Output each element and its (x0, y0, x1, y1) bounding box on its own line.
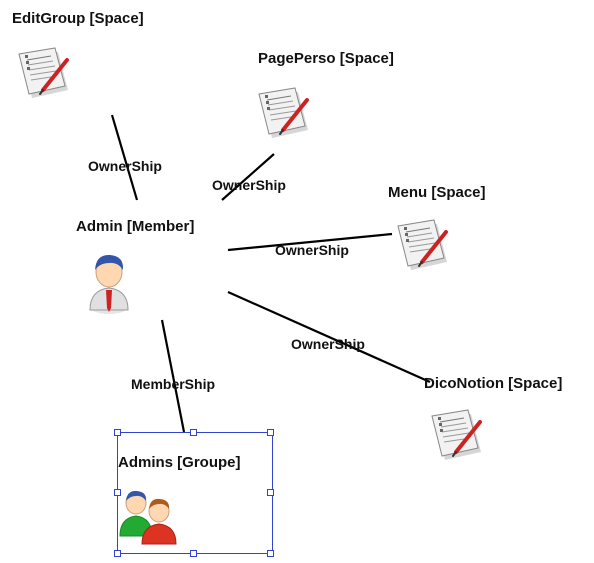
edge-label-ownership-pageperso: OwnerShip (212, 177, 286, 193)
edge-membership-admins[interactable] (160, 319, 186, 433)
edge-ownership-menu[interactable] (227, 232, 393, 252)
resize-handle-top-left[interactable] (114, 429, 121, 436)
resize-handle-bottom-left[interactable] (114, 550, 121, 557)
edge-ownership-diconotion[interactable] (227, 290, 431, 384)
node-label-diconotion[interactable]: DicoNotion [Space] (424, 375, 563, 392)
resize-handle-top[interactable] (190, 429, 197, 436)
user-group-icon[interactable] (116, 486, 180, 546)
resize-handle-bottom-right[interactable] (267, 550, 274, 557)
edge-label-ownership-menu: OwnerShip (275, 242, 349, 258)
edge-ownership-editgroup[interactable] (110, 114, 139, 201)
edge-label-ownership-editgroup: OwnerShip (88, 158, 162, 174)
node-label-menu[interactable]: Menu [Space] (388, 184, 486, 201)
document-pen-icon[interactable] (255, 86, 313, 142)
document-pen-icon[interactable] (394, 218, 452, 274)
edge-label-ownership-diconotion: OwnerShip (291, 336, 365, 352)
node-label-pageperso[interactable]: PagePerso [Space] (258, 50, 394, 67)
user-icon[interactable] (84, 250, 134, 316)
document-pen-icon[interactable] (15, 46, 73, 102)
node-label-admins[interactable]: Admins [Groupe] (118, 454, 241, 471)
resize-handle-right[interactable] (267, 489, 274, 496)
resize-handle-top-right[interactable] (267, 429, 274, 436)
document-pen-icon[interactable] (428, 408, 486, 464)
edge-ownership-pageperso[interactable] (221, 153, 275, 201)
node-label-admin[interactable]: Admin [Member] (76, 218, 195, 235)
resize-handle-bottom[interactable] (190, 550, 197, 557)
edge-label-membership-admins: MemberShip (131, 376, 216, 392)
resize-handle-left[interactable] (114, 489, 121, 496)
node-label-editgroup[interactable]: EditGroup [Space] (12, 10, 144, 27)
